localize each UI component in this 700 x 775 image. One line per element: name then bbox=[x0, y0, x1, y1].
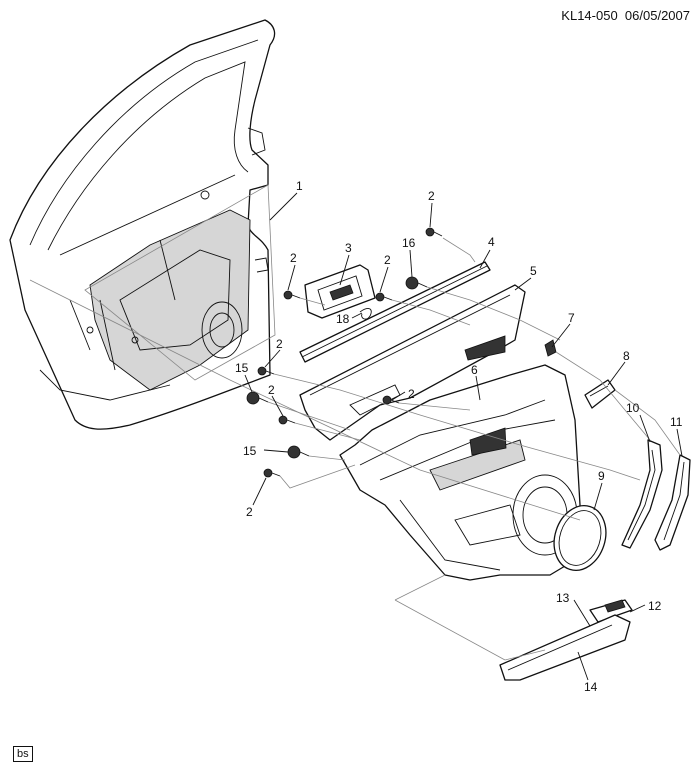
push-pin-15-upper bbox=[246, 391, 269, 405]
callout-11: 11 bbox=[670, 415, 683, 429]
callout-12: 12 bbox=[648, 599, 662, 613]
callout-18: 18 bbox=[336, 312, 350, 326]
callout-5: 5 bbox=[530, 264, 537, 278]
callout-2-bottom: 2 bbox=[246, 505, 253, 519]
callout-1: 1 bbox=[296, 179, 303, 193]
callout-2-mid: 2 bbox=[276, 337, 283, 351]
callout-4: 4 bbox=[488, 235, 495, 249]
callout-16: 16 bbox=[402, 236, 416, 250]
callout-labels: 1 2 2 2 2 2 2 2 3 4 5 6 7 8 9 10 11 12 1… bbox=[235, 179, 683, 694]
callout-7: 7 bbox=[568, 311, 575, 325]
armrest-pad bbox=[499, 614, 631, 681]
callout-15-lower: 15 bbox=[243, 444, 257, 458]
clip-18 bbox=[359, 308, 372, 320]
callout-13: 13 bbox=[556, 591, 570, 605]
callout-2-lower: 2 bbox=[268, 383, 275, 397]
rear-edge-trim bbox=[621, 439, 663, 549]
callout-15-upper: 15 bbox=[235, 361, 249, 375]
push-pin-2-armrest bbox=[382, 395, 400, 405]
callout-2-handle-right: 2 bbox=[384, 253, 391, 267]
callout-3: 3 bbox=[345, 241, 352, 255]
upper-trim-panel bbox=[299, 284, 526, 441]
alignment-lines bbox=[29, 237, 681, 661]
push-pin-2-bottom bbox=[263, 468, 281, 478]
push-pin-2-handle-right bbox=[375, 292, 393, 302]
callout-2-top: 2 bbox=[428, 189, 435, 203]
door-frame bbox=[9, 19, 276, 430]
callout-8: 8 bbox=[623, 349, 630, 363]
pull-handle-bracket bbox=[304, 264, 376, 319]
callout-6: 6 bbox=[471, 363, 478, 377]
callout-2-armrest: 2 bbox=[408, 387, 415, 401]
push-pin-2-mid bbox=[257, 366, 275, 376]
retainer-clip bbox=[544, 339, 557, 357]
speaker-grille-ring bbox=[553, 505, 607, 571]
diagram-reference: KL14-050 06/05/2007 bbox=[561, 8, 690, 23]
window-switch bbox=[589, 599, 633, 623]
callout-9: 9 bbox=[598, 469, 605, 483]
push-pin-2-lower bbox=[278, 415, 296, 425]
leader-lines bbox=[244, 192, 683, 681]
push-pin-15-lower bbox=[287, 445, 310, 459]
window-belt-seal bbox=[299, 261, 491, 363]
callout-10: 10 bbox=[626, 401, 640, 415]
diagram-date: 06/05/2007 bbox=[624, 8, 690, 23]
push-pin-2-handle-left bbox=[283, 290, 301, 300]
push-pin-2-top bbox=[425, 227, 443, 237]
inner-panel-outline bbox=[84, 184, 276, 381]
rear-trim-strip bbox=[654, 454, 691, 551]
footer-badge: bs bbox=[13, 746, 33, 762]
tweeter-cover bbox=[584, 379, 616, 409]
fasteners bbox=[246, 227, 443, 478]
callout-2-handle-left: 2 bbox=[290, 251, 297, 265]
callout-14: 14 bbox=[584, 680, 598, 694]
diagram-id: KL14-050 bbox=[561, 8, 618, 23]
push-pin-16 bbox=[405, 276, 428, 290]
